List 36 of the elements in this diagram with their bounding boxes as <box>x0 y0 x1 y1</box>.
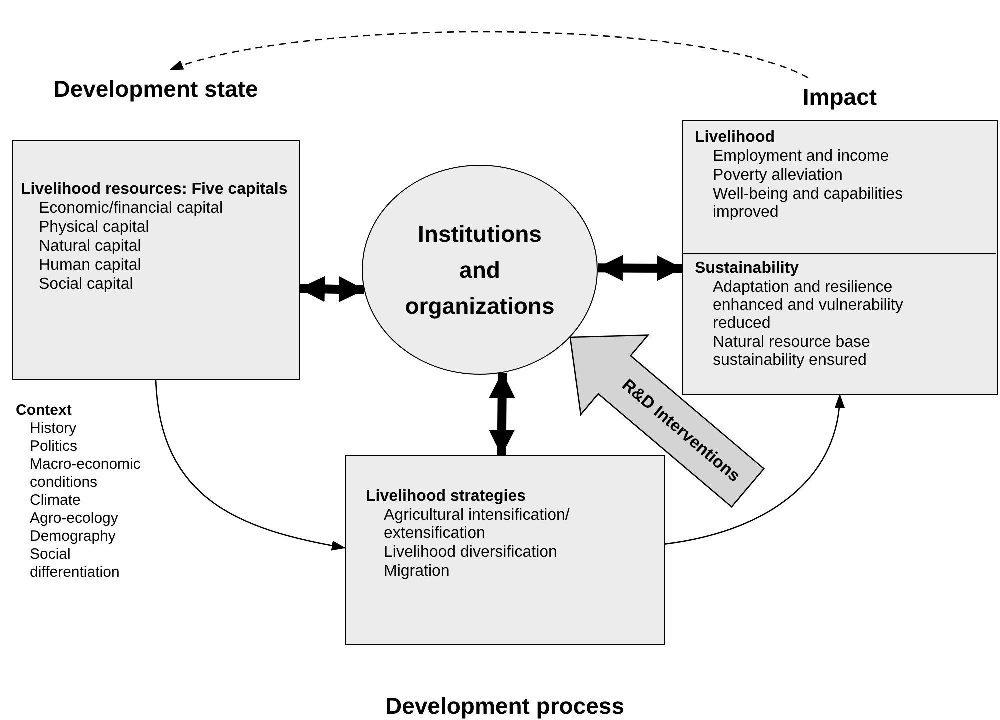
list-item: Agricultural intensification/ extensification <box>383 507 571 543</box>
context-heading: Context <box>15 402 73 420</box>
double-arrow <box>299 276 366 303</box>
section-heading: Development state <box>52 76 260 103</box>
list-item: Migration <box>383 563 451 581</box>
context-item: Agro-ecology <box>29 510 120 528</box>
list-item: Poverty alleviation <box>712 167 844 185</box>
list-item: Adaptation and resilience enhanced and vulnerability reduced <box>712 279 904 333</box>
context-item: Climate <box>29 492 82 510</box>
circle-label: Institutions and organizations <box>404 220 556 321</box>
box-title: Livelihood strategies <box>366 488 528 506</box>
context-item: Social differentiation <box>29 546 121 582</box>
list-item: Human capital <box>38 257 142 275</box>
list-item: Natural capital <box>38 238 142 256</box>
context-item: Macro-economic conditions <box>29 456 142 492</box>
list-item: Natural resource base sustainability ensured <box>712 334 872 370</box>
context-item: History <box>29 420 78 438</box>
list-item: Economic/financial capital <box>38 200 224 218</box>
block-arrow <box>570 334 766 508</box>
section-heading: Development process <box>384 693 626 720</box>
context-item: Politics <box>29 438 79 456</box>
box-title: Livelihood <box>695 129 776 147</box>
double-arrow <box>596 255 683 282</box>
list-item: Physical capital <box>38 219 150 237</box>
box-title: Livelihood resources: Five capitals <box>21 181 289 199</box>
context-item: Demography <box>29 528 117 546</box>
list-item: Employment and income <box>712 148 890 166</box>
arrow <box>155 380 346 551</box>
box-title: Sustainability <box>695 260 800 278</box>
arrow <box>169 31 809 79</box>
list-item: Social capital <box>38 276 134 294</box>
section-heading: Impact <box>802 84 878 111</box>
list-item: Livelihood diversification <box>383 544 558 562</box>
list-item: Well-being and capabilities improved <box>712 186 904 222</box>
double-arrow <box>489 372 516 456</box>
arrow <box>664 394 844 545</box>
